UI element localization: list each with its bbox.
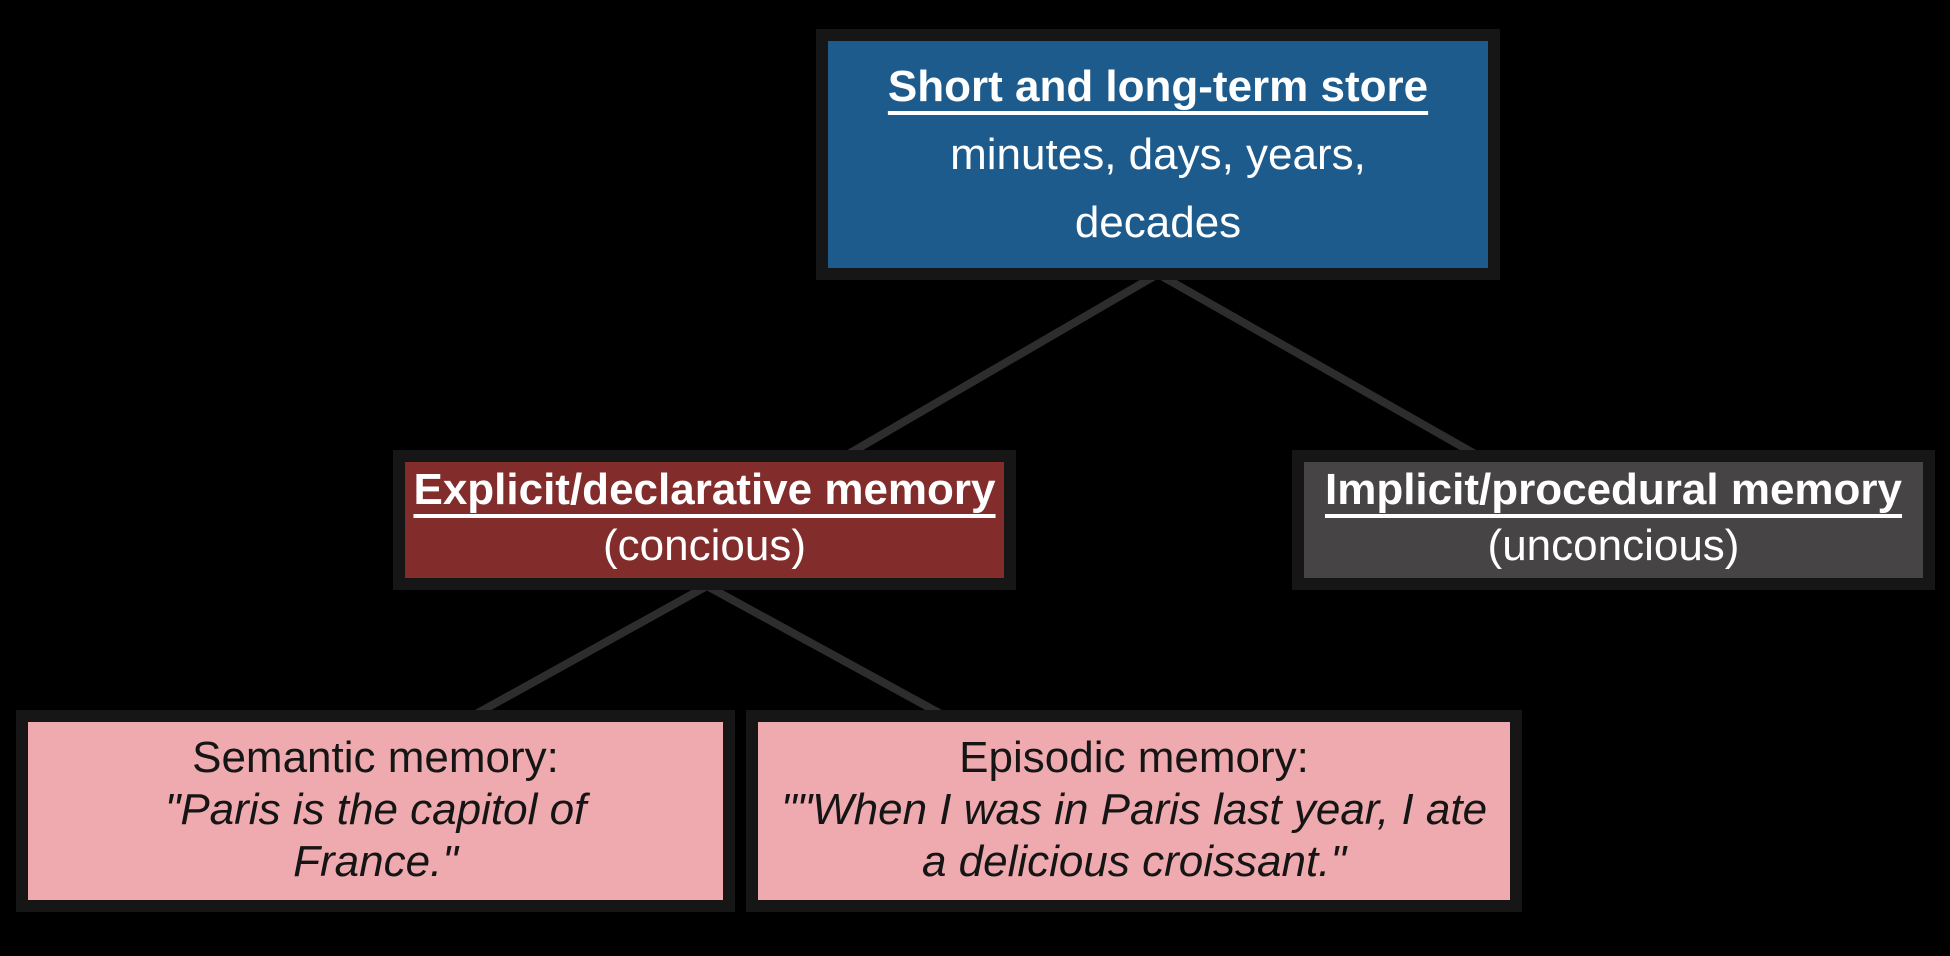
edge-explicit-semantic (472, 582, 711, 718)
edge-root-implicit (1154, 270, 1479, 458)
episodic-title: Episodic memory: (959, 733, 1309, 782)
edge-root-explicit (841, 270, 1162, 460)
episodic-example-quote: ""When I was in Paris last year, I ate a… (780, 785, 1488, 886)
explicit-title: Explicit/declarative memory (413, 465, 996, 514)
implicit-title: Implicit/procedural memory (1324, 465, 1903, 514)
implicit-subtitle: (unconcious) (1487, 521, 1740, 570)
node-semantic-memory: Semantic memory: "Paris is the capitol o… (16, 710, 735, 912)
semantic-example-quote: "Paris is the capitol of France." (164, 785, 587, 886)
edge-explicit-episodic (703, 582, 945, 718)
node-implicit-procedural-memory: Implicit/procedural memory (unconcious) (1292, 450, 1935, 590)
root-subtitle: minutes, days, years, decades (950, 130, 1366, 247)
node-short-and-long-term-store: Short and long-term store minutes, days,… (816, 29, 1500, 280)
explicit-subtitle: (concious) (603, 521, 806, 570)
node-explicit-declarative-memory: Explicit/declarative memory (concious) (393, 450, 1016, 590)
root-title: Short and long-term store (887, 62, 1429, 111)
node-episodic-memory: Episodic memory: ""When I was in Paris l… (746, 710, 1522, 912)
semantic-title: Semantic memory: (192, 733, 559, 782)
